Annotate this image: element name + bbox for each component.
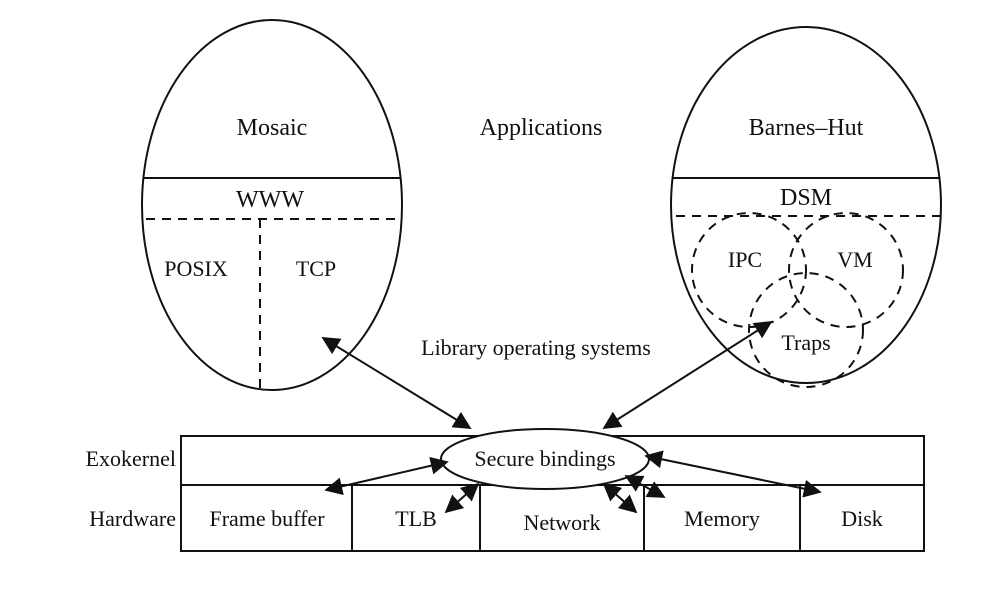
dsm-label: DSM	[780, 185, 832, 211]
mosaic-label: Mosaic	[237, 115, 308, 141]
barnes-hut-app-oval: Barnes–Hut DSM IPC VM Traps	[670, 26, 942, 388]
vm-circle	[788, 212, 904, 328]
hw-memory: Memory	[684, 506, 760, 531]
network-arrow	[602, 482, 638, 514]
applications-label: Applications	[480, 115, 603, 141]
tcp-binding-arrow	[321, 337, 472, 429]
mosaic-app-oval: Mosaic WWW POSIX TCP	[141, 19, 403, 391]
library-os-label: Library operating systems	[421, 335, 651, 360]
vm-label: VM	[837, 247, 872, 272]
ipc-circle	[691, 212, 807, 328]
hw-network: Network	[524, 510, 601, 535]
posix-label: POSIX	[164, 256, 228, 281]
mosaic-oval-outline	[141, 19, 403, 391]
hw-frame-buffer: Frame buffer	[209, 506, 325, 531]
secure-bindings-label: Secure bindings	[474, 446, 615, 471]
www-label: WWW	[236, 187, 304, 213]
disk-arrow	[644, 450, 822, 498]
hardware-label: Hardware	[89, 506, 176, 531]
tcp-label: TCP	[296, 256, 336, 281]
barnes-hut-oval-outline	[670, 26, 942, 384]
traps-binding-arrow	[602, 321, 773, 429]
hw-tlb: TLB	[395, 506, 437, 531]
frame-buffer-arrow	[324, 456, 449, 496]
traps-label: Traps	[781, 330, 830, 355]
tlb-arrow	[444, 482, 480, 514]
hardware-layer: Hardware Frame buffer TLB Network Memory…	[89, 484, 925, 552]
ipc-label: IPC	[728, 247, 762, 272]
exokernel-label: Exokernel	[86, 446, 176, 471]
hw-disk: Disk	[841, 506, 883, 531]
barnes-hut-label: Barnes–Hut	[749, 115, 864, 141]
